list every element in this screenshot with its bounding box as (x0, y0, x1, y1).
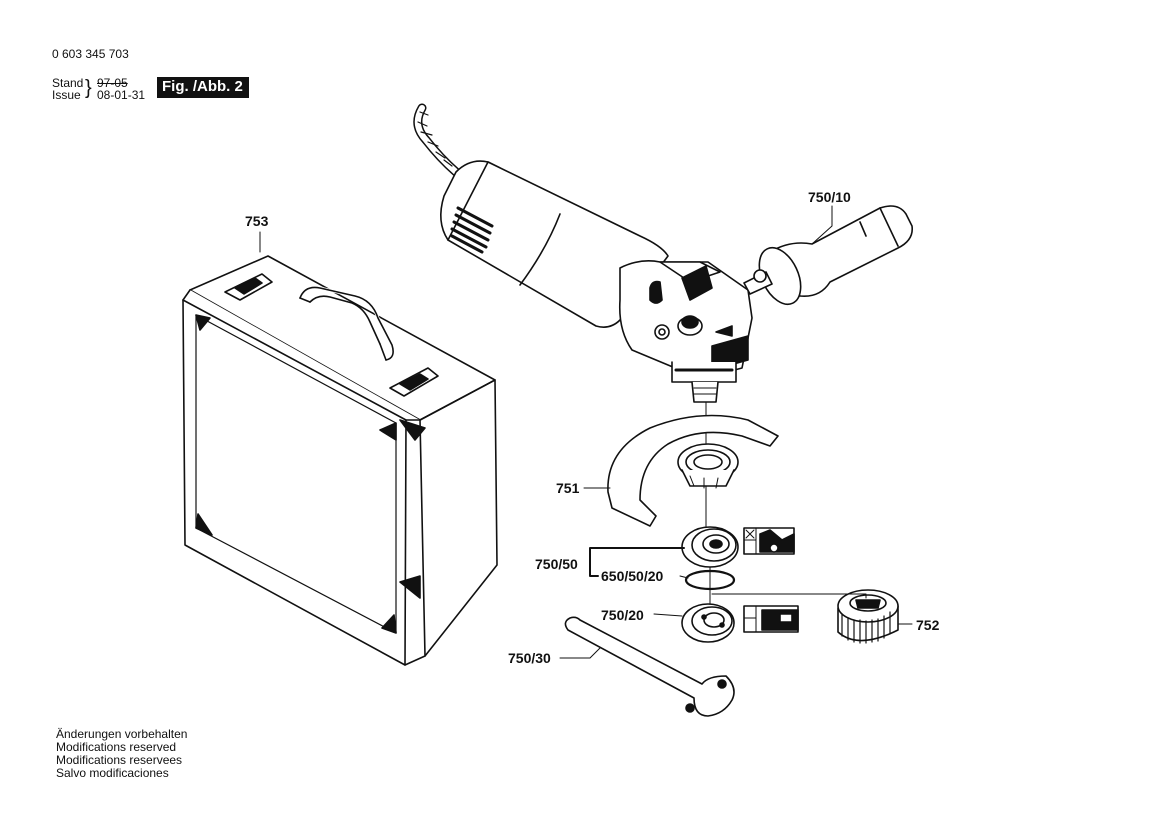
note-de: Änderungen vorbehalten (56, 727, 188, 741)
label-case: 753 (245, 213, 269, 229)
note-fr: Modifications reservees (56, 753, 183, 767)
figure-badge: Fig. /Abb. 2 (157, 77, 249, 98)
footer-notes: Änderungen vorbehalten Modifications res… (56, 728, 187, 780)
label-flange-set: 750/50 (535, 556, 578, 572)
label-side-handle: 750/10 (808, 189, 851, 205)
part-number: 0 603 345 703 (52, 47, 129, 61)
label-spanner: 750/30 (508, 650, 551, 666)
leader-650-50-20 (679, 575, 689, 579)
leader-750-10 (811, 205, 833, 245)
label-o-ring: 650/50/20 (601, 568, 664, 584)
leader-752-top (711, 593, 867, 599)
label-guard: 751 (556, 480, 580, 496)
clamp-nut (681, 603, 735, 643)
note-en: Modifications reserved (56, 740, 177, 754)
note-es: Salvo modificaciones (56, 766, 169, 780)
leader-750-30 (559, 647, 601, 659)
brace-icon: } (85, 77, 92, 99)
stand-old-date: 97-05 (97, 76, 128, 90)
side-handle (743, 205, 914, 306)
leader-750-20 (653, 613, 683, 617)
issue-label: Issue (52, 88, 81, 102)
quick-clamp-nut (837, 589, 899, 644)
spanner-wrench (564, 616, 735, 717)
support-flange (681, 526, 739, 568)
issue-date: 08-01-31 (97, 88, 146, 102)
wheel-guard (607, 414, 779, 527)
stand-label: Stand (52, 76, 84, 90)
o-ring (684, 569, 736, 591)
angle-grinder (413, 103, 753, 403)
label-quick-nut: 752 (916, 617, 940, 633)
label-clamp-nut: 750/20 (601, 607, 644, 623)
carrying-case (182, 255, 498, 666)
usage-icon-nut (743, 605, 799, 633)
usage-icon-flange (743, 527, 795, 555)
bracket-750-50 (589, 547, 685, 577)
